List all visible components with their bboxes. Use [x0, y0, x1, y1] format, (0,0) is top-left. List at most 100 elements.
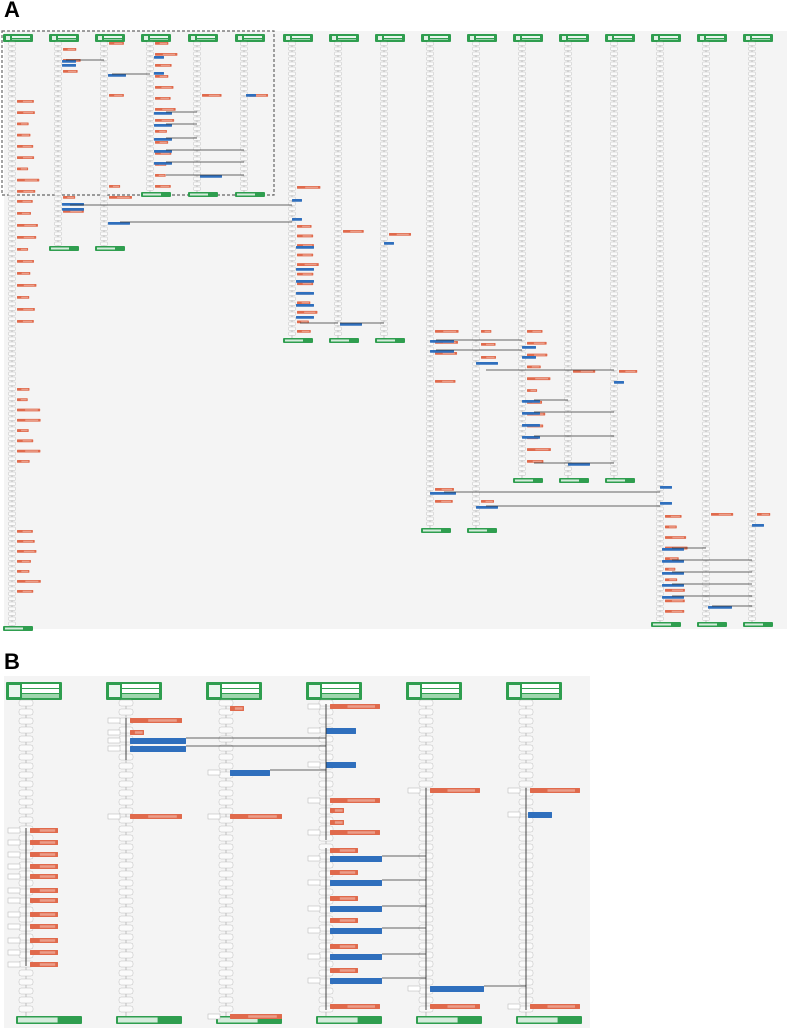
- lane-a-10-step: [426, 161, 434, 166]
- lane-a-17-step: [748, 181, 756, 186]
- lane-a-17-step: [748, 61, 756, 66]
- event-node-a-text: [669, 579, 676, 581]
- lane-a-9-step: [380, 306, 388, 311]
- event-node-b: [30, 852, 58, 857]
- lane-a-5-step: [193, 166, 201, 171]
- lane-a-5-step: [193, 126, 201, 131]
- lane-a-16-step: [702, 521, 710, 526]
- lane-a-10-step: [426, 386, 434, 391]
- lane-a-11-step: [472, 521, 480, 526]
- lane-a-16-step: [702, 576, 710, 581]
- lane-a-13-step: [564, 261, 572, 266]
- event-node-a: [435, 488, 454, 491]
- lane-a-12-step: [518, 446, 526, 451]
- lane-a-7-step: [288, 101, 296, 106]
- lane-a-13-step: [564, 286, 572, 291]
- highlight-dashed-box: [1, 30, 275, 196]
- lane-a-12-step: [518, 441, 526, 446]
- event-node-b-text: [39, 939, 56, 942]
- event-node-a: [297, 263, 319, 266]
- lane-a-10-step: [426, 326, 434, 331]
- lane-a-2-step: [54, 141, 62, 146]
- lane-a-15-step: [656, 121, 664, 126]
- lane-a-16-step: [702, 346, 710, 351]
- event-node-b: [30, 874, 58, 879]
- lane-a-12-step: [518, 336, 526, 341]
- input-tag-b: [407, 985, 421, 992]
- lane-a-16-step: [702, 251, 710, 256]
- lane-a-3-step: [100, 196, 108, 201]
- lane-a-1-step: [8, 46, 16, 51]
- event-node-a: [63, 70, 78, 73]
- lane-a-3-step: [100, 61, 108, 66]
- event-node-a-text: [302, 282, 312, 285]
- lane-a-12-step: [518, 406, 526, 411]
- event-node-b-text: [347, 799, 375, 802]
- lane-a-1-step: [8, 246, 16, 251]
- lane-a-17-step: [748, 176, 756, 181]
- event-node-a: [435, 330, 459, 333]
- lane-a-16-step: [702, 456, 710, 461]
- lane-a-12-step: [518, 221, 526, 226]
- lane-a-1-step: [8, 111, 16, 116]
- lane-a-12-step: [518, 351, 526, 356]
- lane-a-15-step: [656, 461, 664, 466]
- lane-a-8-step: [334, 156, 342, 161]
- message-node-a: [296, 292, 314, 295]
- lane-b-header-4-icon: [309, 685, 320, 697]
- lane-a-6-step: [240, 181, 248, 186]
- lane-a-2-step: [54, 116, 62, 121]
- lane-a-17-step: [748, 311, 756, 316]
- lane-a-1-step: [8, 546, 16, 551]
- lane-a-13-step: [564, 106, 572, 111]
- event-node-a-text: [67, 48, 75, 51]
- event-node-a-text: [441, 488, 453, 491]
- lane-a-14-step: [610, 166, 618, 171]
- event-node-a-text: [535, 377, 549, 380]
- lane-a-15-step: [656, 536, 664, 541]
- lane-a-7-step: [288, 126, 296, 131]
- lane-a-1-step: [8, 521, 16, 526]
- lane-a-10-step: [426, 271, 434, 276]
- message-node-a: [296, 316, 314, 319]
- lane-a-11-step: [472, 196, 480, 201]
- lane-a-12-step: [518, 326, 526, 331]
- lane-a-15-step: [656, 531, 664, 536]
- lane-a-footer-11-text: [469, 529, 487, 532]
- lane-a-1-step: [8, 311, 16, 316]
- lane-a-15-step: [656, 521, 664, 526]
- lane-b-3-step: [218, 708, 234, 716]
- lane-a-footer-8-text: [331, 339, 349, 342]
- lane-a-14-step: [610, 336, 618, 341]
- lane-a-15-step: [656, 411, 664, 416]
- lane-a-3-step: [100, 226, 108, 231]
- lane-a-16-step: [702, 266, 710, 271]
- event-node-a: [17, 418, 41, 422]
- lane-a-3-step: [100, 86, 108, 91]
- lane-a-3-step: [100, 186, 108, 191]
- lane-a-16-step: [702, 526, 710, 531]
- lane-a-5-step: [193, 101, 201, 106]
- lane-a-6-step: [240, 146, 248, 151]
- lane-a-10-step: [426, 231, 434, 236]
- lane-a-8-step: [334, 326, 342, 331]
- lane-a-1-step: [8, 486, 16, 491]
- lane-a-11-step: [472, 371, 480, 376]
- lane-a-12-step: [518, 196, 526, 201]
- event-node-a: [297, 272, 314, 276]
- lane-b-header-1-title: [22, 684, 59, 688]
- input-tag-b: [107, 745, 121, 752]
- lane-a-16-step: [702, 541, 710, 546]
- lane-a-10-step: [426, 331, 434, 336]
- lane-a-10-step: [426, 216, 434, 221]
- lane-a-3-step: [100, 191, 108, 196]
- lane-a-16-step: [702, 306, 710, 311]
- lane-a-10-step: [426, 391, 434, 396]
- lane-a-15-step: [656, 396, 664, 401]
- lane-a-14-step: [610, 81, 618, 86]
- event-node-a: [109, 185, 121, 188]
- lane-a-17-step: [748, 126, 756, 131]
- lane-a-11-step: [472, 106, 480, 111]
- event-node-a: [17, 190, 36, 193]
- lane-a-17-step: [748, 531, 756, 536]
